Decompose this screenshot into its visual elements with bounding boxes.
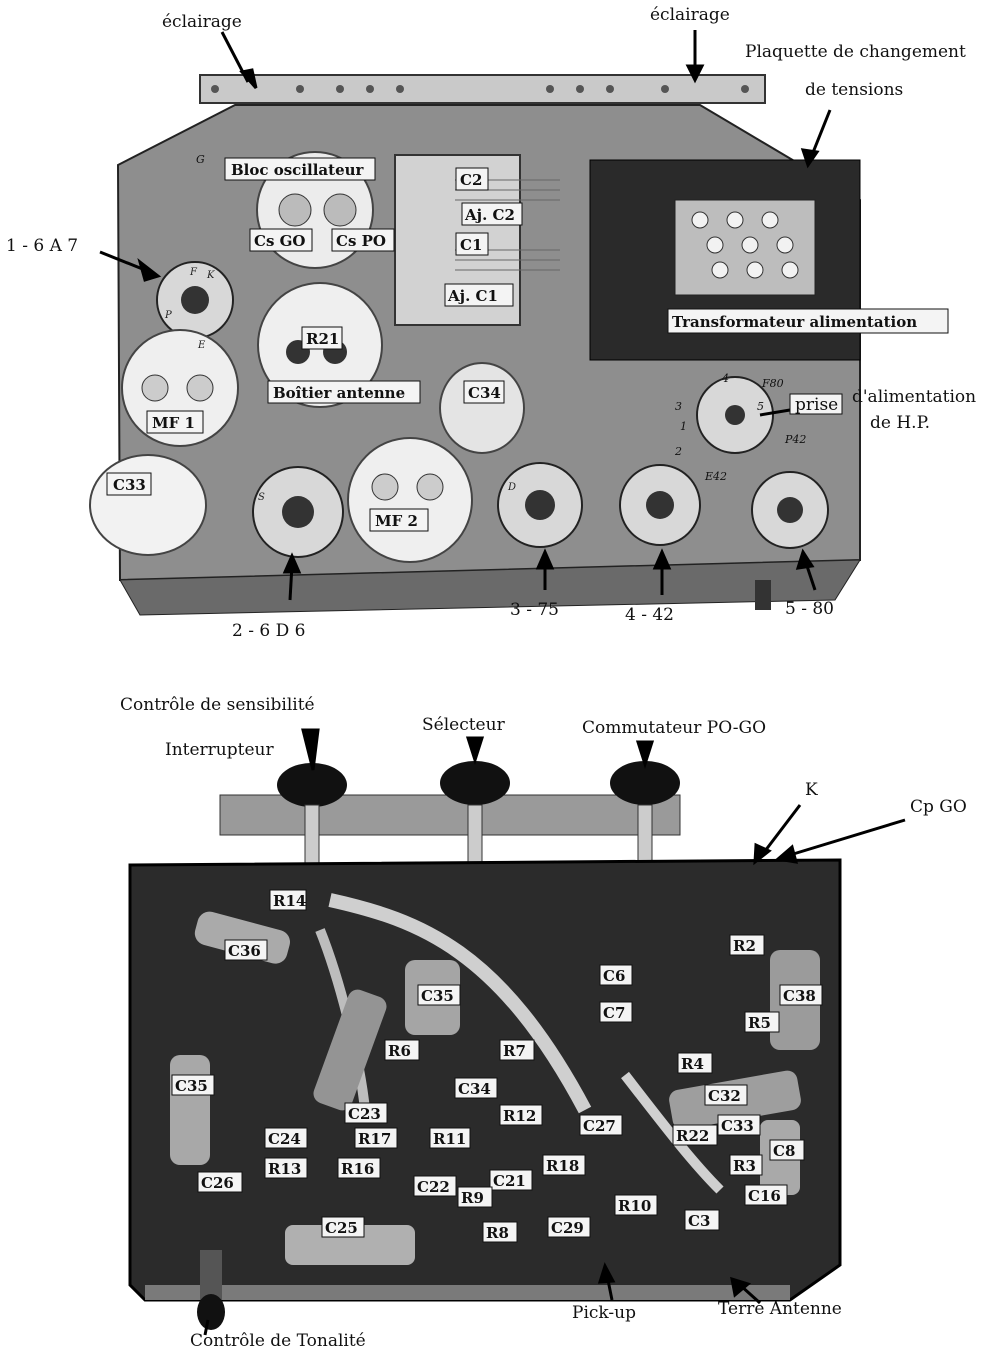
component-label: R14 — [273, 892, 306, 910]
pin-3-mark: 3 — [675, 400, 682, 413]
component-label: C29 — [551, 1219, 584, 1237]
component-label: C35 — [421, 987, 454, 1005]
component-label: C35 — [175, 1077, 208, 1095]
component-label: C36 — [228, 942, 261, 960]
pin-k-mark: K — [206, 270, 215, 281]
knob-right — [610, 761, 680, 805]
c33-label: C33 — [113, 476, 146, 494]
pick-up-label: Pick-up — [572, 1303, 636, 1323]
pin-4-mark: 4 — [721, 372, 729, 385]
commutateur-label: Commutateur PO-GO — [582, 718, 766, 738]
cs-po-label: Cs PO — [336, 232, 386, 250]
component-label: R3 — [733, 1157, 756, 1175]
knob-middle — [440, 761, 510, 805]
component-label: C33 — [721, 1117, 754, 1135]
prise-alim-label-2: de H.P. — [870, 413, 930, 433]
component-label: R16 — [341, 1160, 374, 1178]
pin-g-mark: G — [196, 153, 205, 166]
eclairage-left-label: éclairage — [162, 12, 242, 32]
component-label: C25 — [325, 1219, 358, 1237]
f80-mark: F80 — [761, 377, 784, 390]
controle-tonalite-label: Contrôle de Tonalité — [190, 1331, 366, 1349]
component-label: C34 — [458, 1080, 491, 1098]
r21-label: R21 — [306, 330, 339, 348]
component-label: C3 — [688, 1212, 710, 1230]
component-labels: R14 C36 C35 R6 R7 C6 C7 R2 C38 R5 R4 C35… — [171, 889, 823, 1243]
component-label: C32 — [708, 1087, 741, 1105]
component-label: R5 — [748, 1014, 771, 1032]
mf2-label: MF 2 — [375, 512, 418, 530]
pin-5-mark: 5 — [757, 400, 764, 413]
cs-go-label: Cs GO — [254, 232, 305, 250]
c33-can — [89, 454, 207, 556]
component-label: R13 — [268, 1160, 301, 1178]
boitier-antenne-label: Boîtier antenne — [273, 384, 405, 402]
component-label: R9 — [461, 1189, 484, 1207]
pin-e-mark: E — [197, 340, 206, 351]
component-label: R12 — [503, 1107, 536, 1125]
bottom-chassis-view — [128, 761, 842, 1330]
component-label: C27 — [583, 1117, 616, 1135]
knob-left — [277, 763, 347, 807]
tube-1-label: 1 - 6 A 7 — [6, 236, 78, 256]
tube-2-label: 2 - 6 D 6 — [232, 621, 305, 641]
aj-c1-label: Aj. C1 — [447, 287, 498, 305]
component-label: R18 — [546, 1157, 579, 1175]
component-label: C6 — [603, 967, 625, 985]
component-label: C26 — [201, 1174, 234, 1192]
component-label: R4 — [681, 1055, 704, 1073]
component-label: R11 — [433, 1130, 466, 1148]
mf2-can — [347, 437, 473, 563]
component-label: R7 — [503, 1042, 526, 1060]
e42-mark: E42 — [704, 470, 727, 483]
component-label: C22 — [417, 1178, 450, 1196]
lighting-bracket — [199, 74, 766, 104]
tube-5-label: 5 - 80 — [785, 599, 834, 619]
component-label: R22 — [676, 1127, 709, 1145]
component-label: C38 — [783, 987, 816, 1005]
component-label: R6 — [388, 1042, 411, 1060]
component-label: C8 — [773, 1142, 795, 1160]
component-label: R2 — [733, 937, 756, 955]
selecteur-label: Sélecteur — [422, 715, 506, 735]
component-label: C23 — [348, 1105, 381, 1123]
eclairage-right-label: éclairage — [650, 5, 730, 25]
plaquette-label-2: de tensions — [805, 80, 903, 100]
k-label: K — [805, 780, 818, 800]
component-label: R10 — [618, 1197, 651, 1215]
controle-sensibilite-label: Contrôle de sensibilité — [120, 695, 315, 715]
component-label: C7 — [603, 1004, 625, 1022]
component-label: R17 — [358, 1130, 391, 1148]
component-label: C24 — [268, 1130, 301, 1148]
aj-c2-label: Aj. C2 — [464, 206, 515, 224]
pin-p-mark: P — [164, 310, 172, 321]
cp-go-label: Cp GO — [910, 797, 967, 817]
component-label: R8 — [486, 1224, 509, 1242]
mf1-label: MF 1 — [152, 414, 195, 432]
terre-antenne-label: Terre Antenne — [718, 1299, 842, 1319]
c34-label: C34 — [468, 384, 501, 402]
transformateur-label: Transformateur alimentation — [672, 313, 917, 331]
pin-d-mark: D — [507, 482, 516, 493]
top-chassis-view — [89, 74, 861, 616]
c1-label: C1 — [460, 236, 482, 254]
tube-4-label: 4 - 42 — [625, 605, 674, 625]
tube-3-label: 3 - 75 — [510, 600, 559, 620]
bloc-oscillateur-label: Bloc oscillateur — [231, 161, 365, 179]
prise-word: prise — [795, 395, 838, 415]
interrupteur-label: Interrupteur — [165, 740, 274, 760]
pin-1-mark: 1 — [680, 420, 687, 433]
component-label: C21 — [493, 1172, 526, 1190]
plaquette-label-1: Plaquette de changement — [745, 42, 966, 62]
component-label: C16 — [748, 1187, 781, 1205]
pin-2-mark: 2 — [674, 445, 682, 458]
prise-alim-label-1: d'alimentation — [852, 387, 976, 407]
pin-f-mark: F — [189, 267, 198, 278]
pin-s-mark: S — [258, 492, 265, 503]
c34-can — [439, 362, 525, 454]
p42-mark: P42 — [784, 433, 806, 446]
c2-label: C2 — [460, 171, 482, 189]
